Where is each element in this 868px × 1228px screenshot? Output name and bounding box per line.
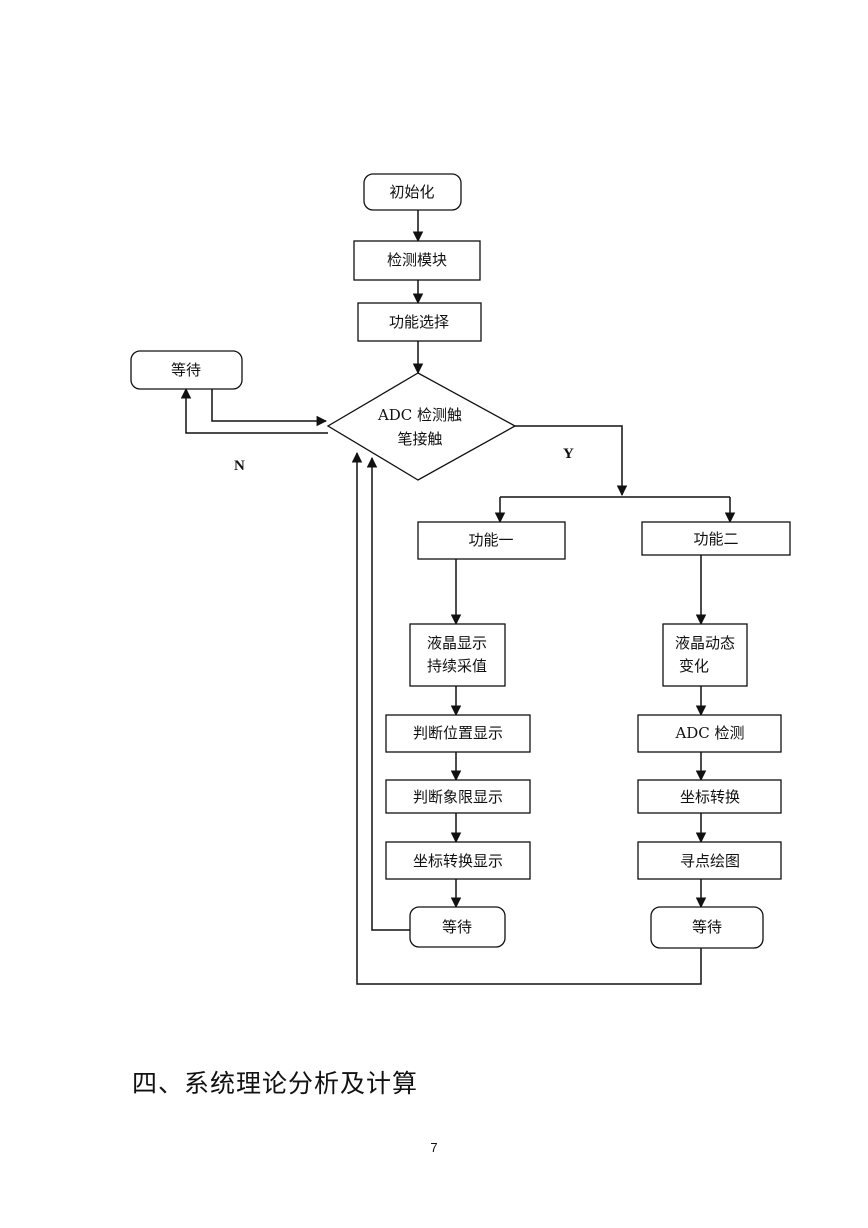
node-lcd-show-label-line1: 液晶显示 [427, 634, 487, 652]
node-find-draw-label: 寻点绘图 [680, 852, 740, 870]
node-init-shape [363, 173, 462, 211]
node-lcd-dynamic-label-line2: 变化 [679, 657, 709, 675]
node-judge-pos-label: 判断位置显示 [413, 724, 503, 742]
node-lcd-show-label-line2: 持续采值 [427, 657, 487, 675]
edge-waitright-loop [351, 451, 702, 985]
node-func1-label: 功能一 [468, 531, 513, 549]
node-func1-shape [417, 521, 566, 560]
node-wait-left-label: 等待 [442, 918, 472, 936]
node-lcd-show-shape [409, 623, 506, 687]
edge-wait-back-to-decision [211, 389, 328, 427]
edge-no-to-wait [180, 387, 328, 434]
node-detect-label: 检测模块 [387, 251, 447, 269]
node-select-label: 功能选择 [389, 313, 449, 331]
node-init-label: 初始化 [389, 183, 434, 201]
node-detect-shape [353, 240, 481, 281]
node-coord-show-shape [385, 841, 531, 880]
node-adc-detect-label: ADC 检测 [674, 724, 744, 742]
node-func2-label: 功能二 [693, 530, 738, 548]
edge-yes-branch [515, 425, 628, 497]
node-coord-convert-label: 坐标转换 [680, 788, 740, 806]
node-judge-quadrant-shape [385, 779, 531, 814]
node-judge-pos-shape [385, 714, 531, 753]
page-number: 7 [430, 1140, 438, 1155]
node-coord-show-label: 坐标转换显示 [413, 852, 503, 870]
node-adc-detect-shape [637, 714, 782, 753]
node-wait-right-label: 等待 [692, 918, 722, 936]
node-judge-quadrant-label: 判断象限显示 [413, 788, 503, 806]
edge-label-yes: Y [563, 446, 574, 462]
node-wait-right-shape [650, 906, 764, 949]
node-wait-main-label: 等待 [171, 361, 201, 379]
node-lcd-dynamic-shape [662, 623, 748, 687]
node-find-draw-shape [637, 841, 782, 880]
node-func2-shape [641, 521, 791, 556]
node-coord-convert-shape [637, 779, 782, 814]
node-wait-main-shape [130, 350, 243, 390]
section-heading: 四、系统理论分析及计算 [132, 1069, 419, 1098]
node-lcd-dynamic-label-line1: 液晶动态 [675, 634, 735, 652]
edge-label-no: N [234, 458, 245, 474]
node-wait-left-shape [409, 906, 506, 948]
node-select-shape [357, 302, 482, 342]
decision-diamond [326, 372, 517, 481]
edge-waitleft-loop [366, 456, 410, 931]
decision-label-line1: ADC 检测触 [377, 406, 462, 424]
decision-label-line2: 笔接触 [397, 430, 442, 448]
